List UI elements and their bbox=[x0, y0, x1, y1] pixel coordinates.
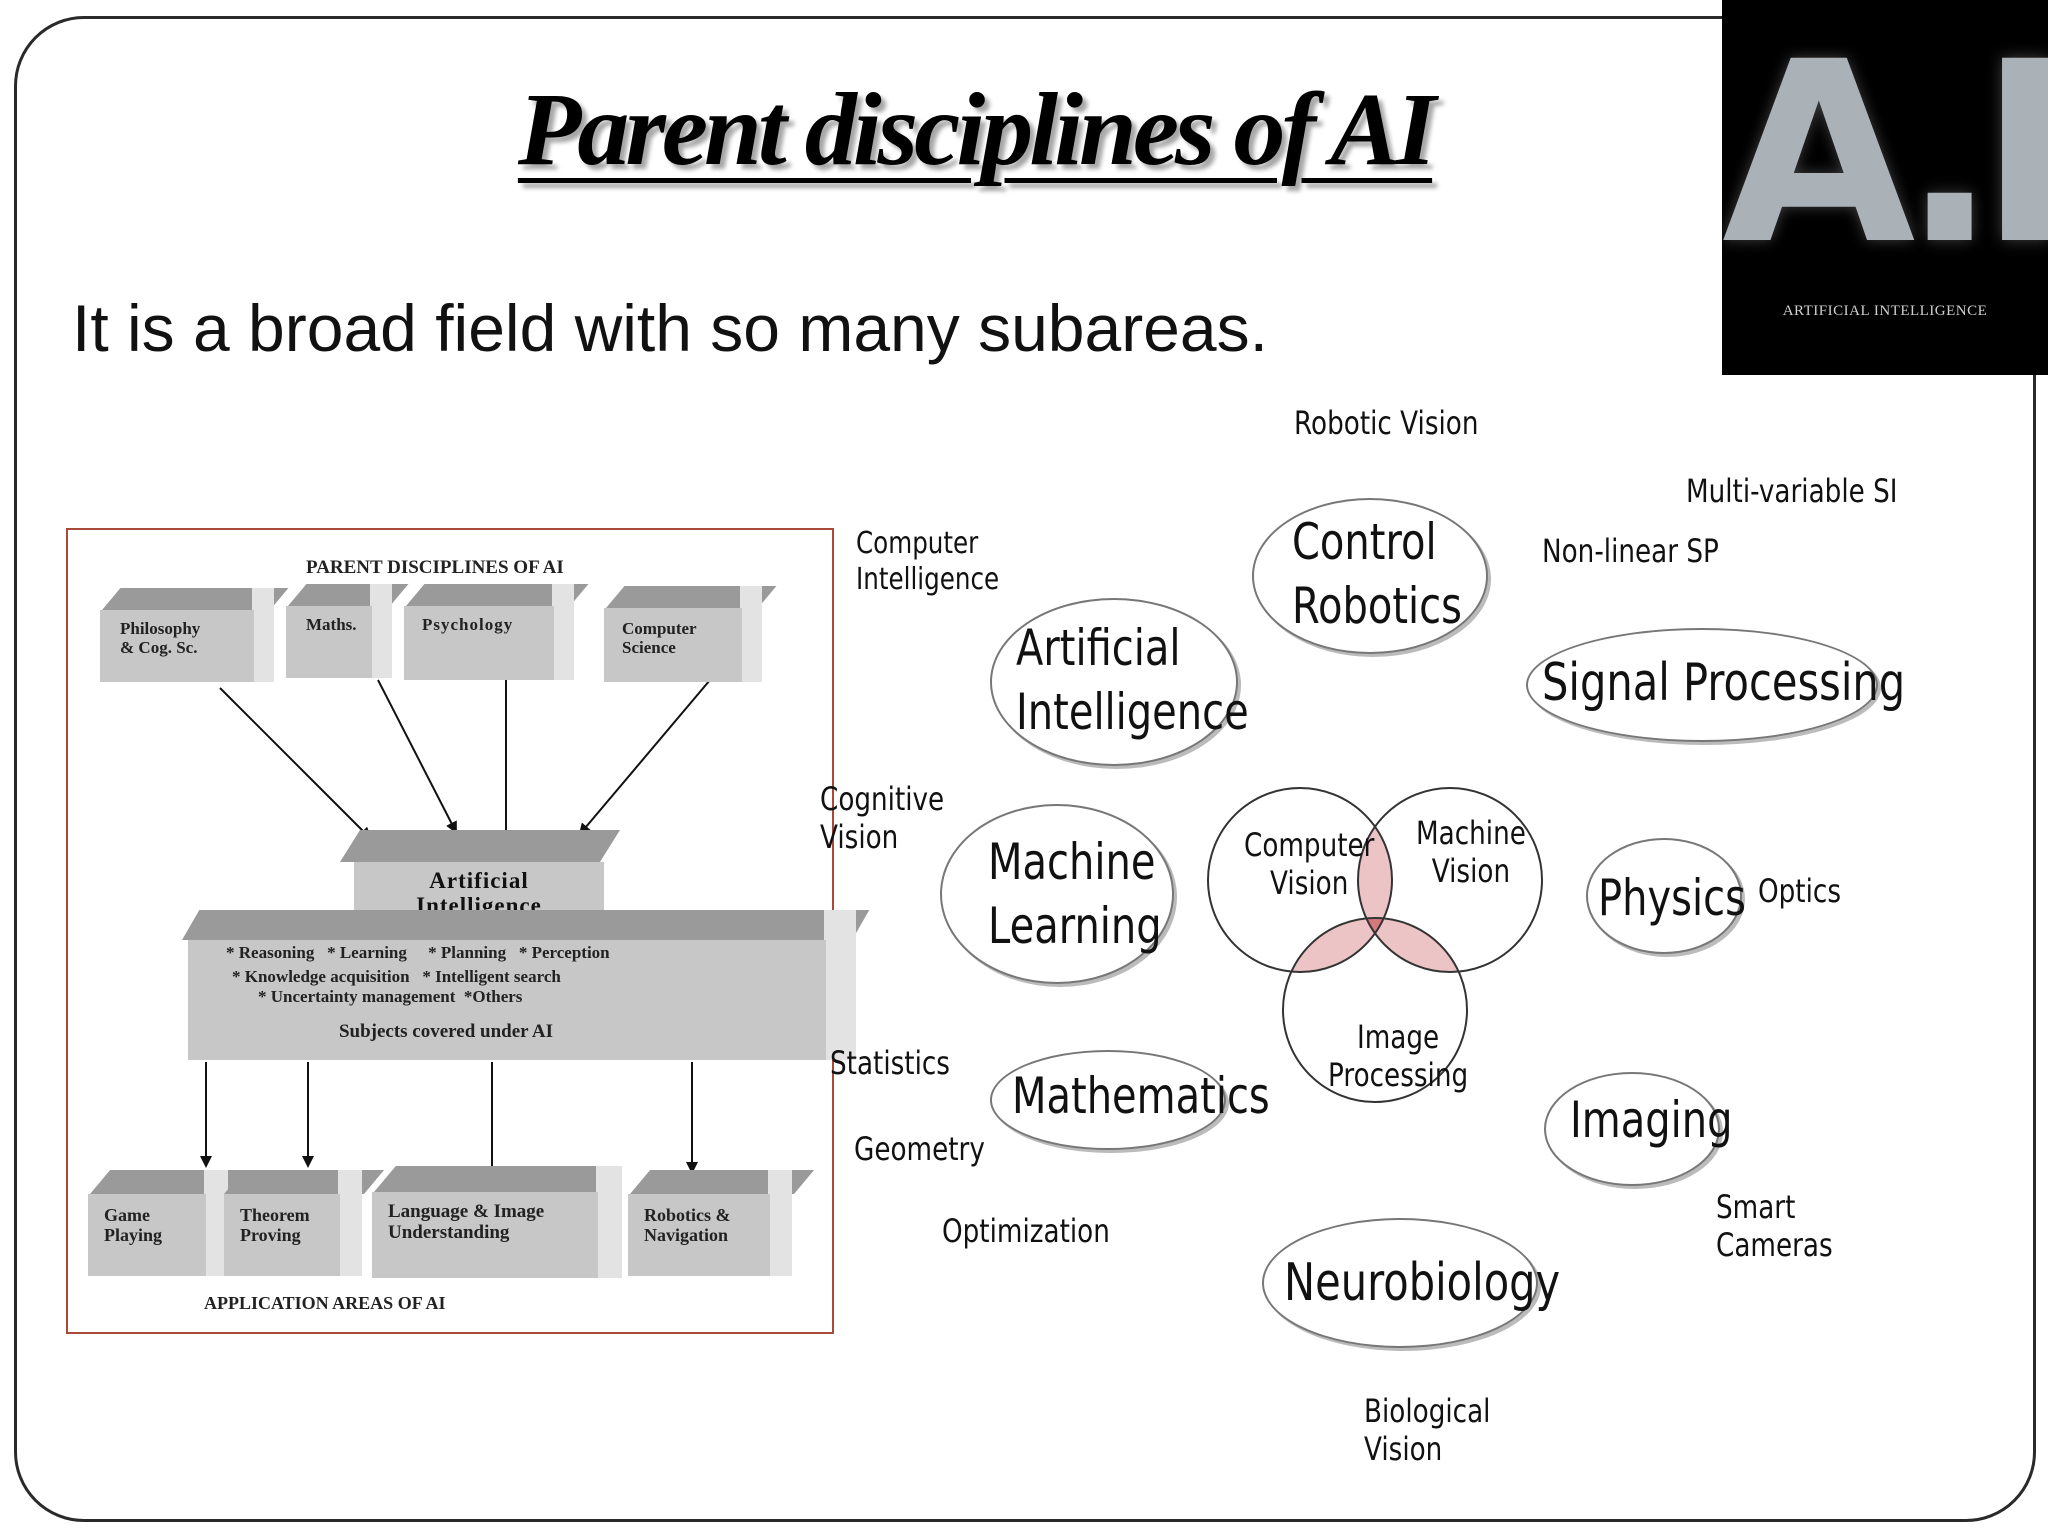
label-neurobiology: Neurobiology bbox=[1284, 1253, 1561, 1313]
diagram-arrows bbox=[200, 678, 711, 1188]
label-artificial-intelligence: Artificial Intelligence bbox=[1016, 619, 1249, 741]
arrow-maths bbox=[377, 679, 457, 834]
subjects-line-2: * Knowledge acquisition * Intelligent se… bbox=[232, 967, 561, 986]
cloud-imaging bbox=[1544, 1072, 1720, 1186]
app-label-language-image: Language & Image Understanding bbox=[388, 1201, 545, 1243]
label-non-linear-sp: Non-linear SP bbox=[1542, 532, 1719, 570]
cloud-signal-processing bbox=[1526, 628, 1878, 742]
ai-logo: A.I. ARTIFICIAL INTELLIGENCE bbox=[1722, 0, 2048, 375]
ai-logo-tagline: ARTIFICIAL INTELLIGENCE bbox=[1782, 303, 1988, 319]
venn-label-machine-vision: Machine Vision bbox=[1416, 814, 1526, 891]
box-side bbox=[740, 586, 762, 682]
diagram-footer: APPLICATION AREAS OF AI bbox=[204, 1293, 446, 1313]
parent-label-psychology: Psychology bbox=[422, 615, 514, 634]
label-robotic-vision: Robotic Vision bbox=[1294, 404, 1479, 442]
app-box-language-image: Language & Image Understanding bbox=[372, 1192, 598, 1278]
parent-box-maths: Maths. bbox=[286, 606, 372, 678]
cloud-physics bbox=[1586, 838, 1742, 954]
box-side bbox=[596, 1166, 622, 1278]
slide-subtitle: It is a broad field with so many subarea… bbox=[72, 291, 1268, 365]
label-machine-learning: Machine Learning bbox=[988, 833, 1162, 955]
box-side bbox=[338, 1170, 362, 1276]
label-smart-cameras: Smart Cameras bbox=[1716, 1188, 1833, 1265]
label-computer-intelligence: Computer Intelligence bbox=[856, 526, 1000, 597]
venn-label-computer-vision: Computer Vision bbox=[1244, 826, 1375, 903]
subjects-line-3: * Uncertainty management *Others bbox=[258, 987, 523, 1006]
label-imaging: Imaging bbox=[1570, 1091, 1733, 1149]
cloud-mathematics bbox=[990, 1050, 1226, 1150]
cloud-neurobiology bbox=[1262, 1218, 1538, 1348]
label-biological-vision: Biological Vision bbox=[1364, 1392, 1491, 1469]
label-optics: Optics bbox=[1758, 872, 1841, 910]
box-side bbox=[768, 1170, 792, 1276]
parent-label-philosophy: Philosophy & Cog. Sc. bbox=[120, 619, 201, 657]
label-signal-processing: Signal Processing bbox=[1542, 653, 1906, 713]
venn-label-image-processing: Image Processing bbox=[1328, 1018, 1469, 1095]
box-top bbox=[182, 910, 870, 940]
label-cognitive-vision: Cognitive Vision bbox=[820, 780, 945, 857]
parent-box-computer-science: Computer Science bbox=[604, 608, 742, 682]
subjects-caption: Subjects covered under AI bbox=[338, 1021, 554, 1042]
cloud-artificial-intelligence bbox=[990, 598, 1238, 766]
cloud-machine-learning bbox=[940, 804, 1174, 984]
app-box-game-playing: Game Playing bbox=[88, 1194, 206, 1276]
label-control-robotics: Control Robotics bbox=[1292, 513, 1462, 635]
app-label-game-playing: Game Playing bbox=[104, 1205, 163, 1245]
box-top bbox=[340, 830, 620, 862]
parent-disciplines-diagram: PARENT DISCIPLINES OF AI Philosophy & Co… bbox=[66, 528, 870, 1334]
box-side bbox=[370, 584, 392, 678]
diagram-header: PARENT DISCIPLINES OF AI bbox=[306, 557, 564, 578]
box-side bbox=[552, 584, 574, 680]
arrow-philosophy bbox=[219, 687, 372, 840]
app-box-theorem-proving: Theorem Proving bbox=[224, 1194, 340, 1276]
label-physics: Physics bbox=[1598, 869, 1746, 927]
label-geometry: Geometry bbox=[854, 1130, 985, 1168]
subjects-line-1: * Reasoning * Learning * Planning * Perc… bbox=[226, 943, 610, 962]
slide-title: Parent disciplines of AI bbox=[517, 72, 1436, 187]
box-top bbox=[374, 1166, 622, 1192]
box-side bbox=[824, 910, 856, 1060]
parent-box-psychology: Psychology bbox=[404, 606, 554, 680]
label-optimization: Optimization bbox=[942, 1212, 1110, 1250]
box-side bbox=[252, 588, 274, 682]
label-mathematics: Mathematics bbox=[1012, 1067, 1270, 1125]
label-multi-variable-si: Multi-variable SI bbox=[1686, 472, 1898, 510]
app-label-theorem-proving: Theorem Proving bbox=[240, 1205, 310, 1245]
ai-logo-mark: A.I. bbox=[1722, 8, 2048, 299]
app-box-robotics: Robotics & Navigation bbox=[628, 1194, 770, 1276]
app-label-robotics: Robotics & Navigation bbox=[644, 1205, 731, 1245]
arrow-computer-science bbox=[578, 679, 711, 836]
subjects-box: * Reasoning * Learning * Planning * Perc… bbox=[188, 940, 826, 1060]
parent-label-maths: Maths. bbox=[306, 615, 357, 634]
parent-label-computer-science: Computer Science bbox=[622, 619, 697, 657]
parent-box-philosophy: Philosophy & Cog. Sc. bbox=[100, 610, 254, 682]
label-statistics: Statistics bbox=[830, 1044, 950, 1082]
cloud-control-robotics bbox=[1252, 498, 1488, 654]
